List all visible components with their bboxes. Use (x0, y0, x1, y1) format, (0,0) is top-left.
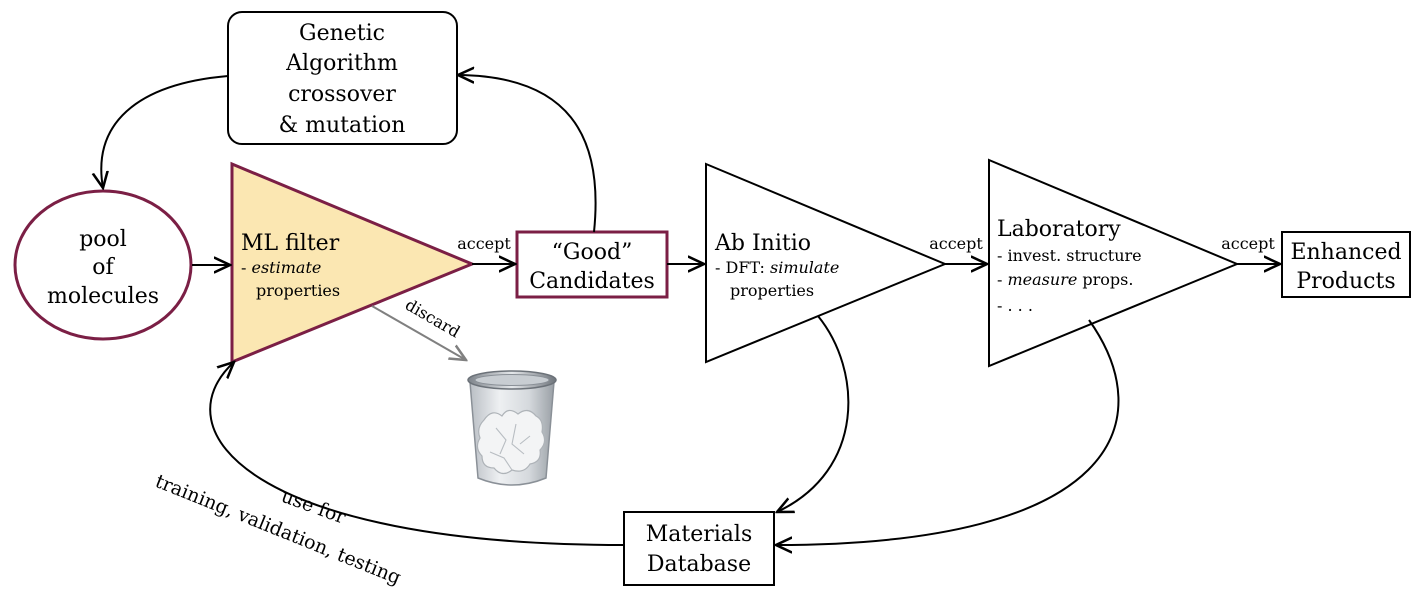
ab-initio-title: Ab Initio (714, 231, 811, 256)
materials-database-node: Materials Database (623, 511, 775, 586)
pool-line-3: molecules (47, 284, 159, 309)
ml-filter-bullet-italic: estimate (252, 258, 322, 277)
edge-label-accept-lab: accept (1221, 234, 1275, 253)
svg-text:- measure props.: - measure props. (997, 270, 1133, 289)
laboratory-node: Laboratory - invest. structure - measure… (988, 158, 1240, 368)
ab-initio-bullet-prefix: - DFT: (715, 258, 770, 277)
pool-line-1: pool (79, 227, 127, 252)
enhanced-products-node: Enhanced Products (1281, 231, 1411, 298)
laboratory-item-2-italic: measure (1008, 270, 1078, 289)
enhanced-line-2: Products (1296, 269, 1395, 294)
edge-label-discard: discard (402, 295, 463, 341)
good-line-1: “Good” (552, 240, 633, 265)
ml-filter-title: ML filter (241, 231, 340, 256)
ml-filter-bullet-dash: - (241, 258, 252, 277)
ab-initio-node: Ab Initio - DFT: simulate properties (705, 162, 948, 364)
ga-line-2: Algorithm (285, 51, 398, 76)
database-line-1: Materials (646, 522, 753, 547)
laboratory-item-2-dash: - (997, 270, 1008, 289)
ga-line-4: & mutation (279, 113, 406, 138)
edge-good-to-ga (458, 75, 597, 233)
edge-ml-to-discard (371, 305, 466, 360)
ga-line-1: Genetic (299, 21, 385, 46)
edge-label-accept-ml: accept (457, 234, 511, 253)
laboratory-title: Laboratory (997, 217, 1121, 242)
edge-ga-to-pool (101, 75, 229, 188)
enhanced-line-1: Enhanced (1290, 240, 1401, 265)
edge-label-accept-abinitio: accept (929, 234, 983, 253)
svg-text:- estimate: - estimate (241, 258, 321, 277)
laboratory-item-2-rest: props. (1077, 270, 1133, 289)
edge-database-to-ml (209, 362, 625, 546)
ab-initio-bullet-italic: simulate (770, 258, 839, 277)
ml-filter-bullet-rest: properties (256, 281, 340, 300)
genetic-algorithm-node: Genetic Algorithm crossover & mutation (227, 11, 458, 145)
trash-can-icon (467, 370, 557, 486)
ga-line-3: crossover (288, 82, 396, 107)
database-line-2: Database (647, 552, 751, 577)
edge-lab-to-database (776, 319, 1120, 545)
pool-line-2: of (92, 255, 115, 280)
laboratory-item-3: - . . . (997, 296, 1033, 315)
ml-filter-node: ML filter - estimate properties (230, 161, 476, 365)
good-candidates-node: “Good” Candidates (515, 230, 669, 299)
ab-initio-bullet-rest: properties (730, 281, 814, 300)
edge-abinitio-to-database (777, 315, 850, 512)
svg-text:- DFT: simulate: - DFT: simulate (715, 258, 839, 277)
pool-node: pool of molecules (13, 189, 193, 341)
laboratory-item-1: - invest. structure (997, 246, 1142, 265)
good-line-2: Candidates (529, 269, 655, 294)
